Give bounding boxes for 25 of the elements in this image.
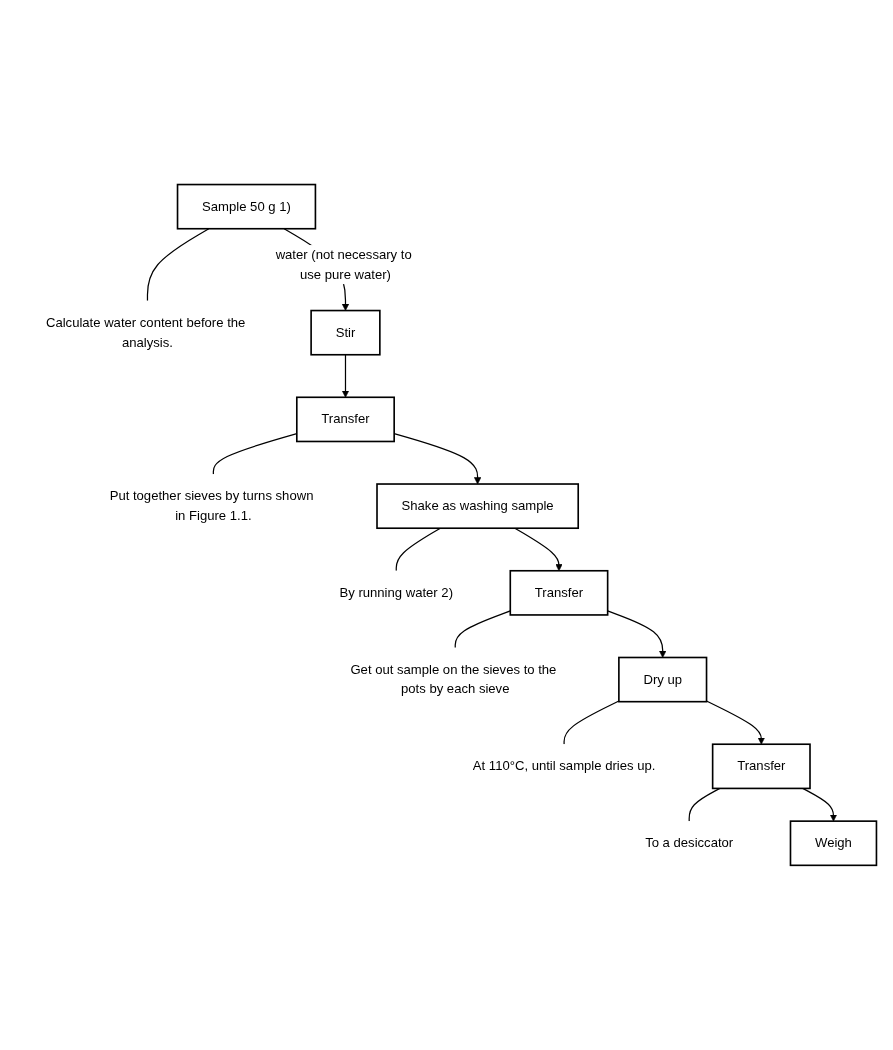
arrow (341, 354, 350, 398)
node-box: Dry up (618, 656, 708, 703)
arrow (607, 610, 667, 658)
connector (563, 700, 620, 745)
connector (395, 527, 441, 572)
connector (454, 610, 511, 649)
arrow (514, 527, 563, 572)
edge-label: water (not necessary to use pure water) (275, 247, 412, 282)
arrow (705, 700, 765, 745)
node-box: Transfer (296, 396, 395, 443)
arrow (802, 787, 838, 822)
node-box: Transfer (711, 743, 811, 790)
node-box: Sample 50 g 1) (176, 183, 317, 230)
node-box: Stir (310, 309, 381, 356)
node-text: Calculate water content before the analysis. (45, 315, 246, 350)
node-text: At 110°C, until sample dries up. (472, 759, 656, 773)
node-box: Weigh (789, 820, 878, 867)
node-text: By running water 2) (339, 585, 454, 600)
node-text: To a desiccator (645, 835, 734, 850)
connector (146, 228, 210, 302)
node-box: Transfer (509, 570, 609, 616)
node-text: Get out sample on the sieves to the pots by each sieve (350, 662, 557, 697)
connector (688, 787, 721, 822)
node-box: Shake as washing sample (376, 483, 580, 530)
node-text: Put together sieves by turns shown in Figure 1.1. (109, 489, 314, 523)
